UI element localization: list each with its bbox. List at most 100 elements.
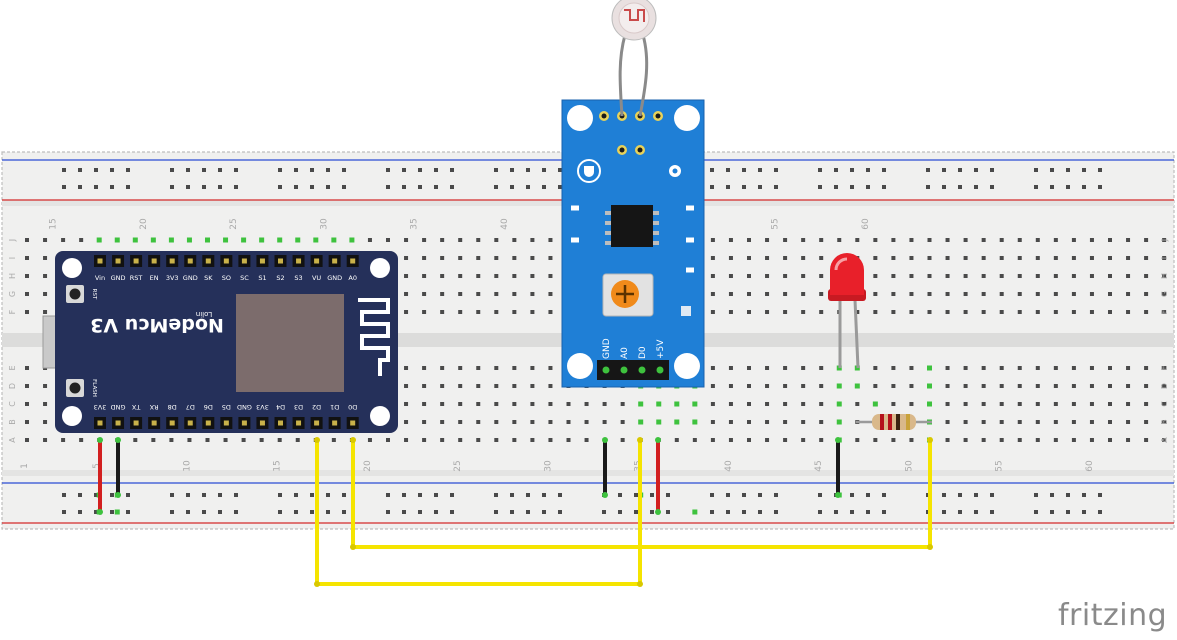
rail-hole	[202, 168, 206, 172]
red-led	[828, 253, 866, 369]
breadboard-hole	[981, 256, 986, 260]
breadboard-hole	[494, 238, 499, 242]
ldr-track	[624, 9, 645, 22]
top-pin-label: S3	[294, 274, 302, 282]
bottom-pin-label: D1	[330, 403, 339, 411]
rail-hole	[170, 493, 174, 497]
breadboard-hole	[765, 402, 770, 406]
breadboard-hole	[25, 274, 29, 278]
nodemcu-title: NodeMcu V3	[90, 314, 224, 336]
breadboard-hole	[458, 310, 463, 314]
breadboard-hole	[710, 438, 715, 442]
connected-hole	[656, 401, 662, 407]
breadboard-hole	[1144, 238, 1149, 242]
breadboard-hole	[476, 238, 481, 242]
rail-hole	[542, 185, 546, 189]
rail-hole	[726, 168, 730, 172]
breadboard-hole	[331, 438, 336, 442]
breadboard-hole	[79, 238, 84, 242]
rail-hole	[666, 493, 670, 497]
breadboard-hole	[25, 438, 29, 442]
breadboard-hole	[458, 256, 463, 260]
breadboard-hole	[494, 438, 499, 442]
column-number-bottom: 25	[453, 460, 463, 471]
header-pin-pad	[350, 258, 356, 264]
breadboard-hole	[1089, 438, 1094, 442]
rail-hole	[94, 493, 98, 497]
column-number-bottom: 50	[904, 460, 914, 472]
wire-end	[97, 509, 103, 515]
smd-component	[686, 205, 694, 211]
smd-component	[571, 237, 579, 243]
breadboard-hole	[548, 274, 553, 278]
breadboard-hole	[422, 274, 427, 278]
breadboard-hole	[981, 238, 986, 242]
sensor-pin-label: D0	[638, 346, 648, 359]
esp-module-shield	[236, 294, 344, 392]
breadboard-hole	[801, 402, 806, 406]
row-letter: A	[8, 437, 17, 443]
header-pin-pad	[223, 258, 229, 264]
breadboard-hole	[909, 310, 914, 314]
breadboard-hole	[259, 438, 264, 442]
wire-end	[655, 437, 661, 443]
rail-hole	[958, 493, 962, 497]
rail-hole	[618, 510, 622, 514]
row-letter: G	[8, 291, 17, 297]
connected-hole	[259, 237, 265, 243]
rail-hole	[710, 510, 714, 514]
flash-button	[69, 382, 81, 394]
breadboard-hole	[512, 238, 517, 242]
breadboard-hole	[855, 238, 860, 242]
breadboard-hole	[1053, 310, 1058, 314]
breadboard-hole	[43, 256, 48, 260]
breadboard-hole	[1162, 256, 1167, 260]
breadboard-hole	[43, 238, 48, 242]
rail-hole	[78, 493, 82, 497]
rail-hole	[342, 510, 346, 514]
rail-hole	[974, 510, 978, 514]
rail-hole	[1034, 168, 1038, 172]
breadboard-hole	[422, 292, 427, 296]
breadboard-hole	[476, 256, 481, 260]
breadboard-hole	[1089, 402, 1094, 406]
rail-hole	[278, 168, 282, 172]
rail-hole	[294, 185, 298, 189]
chip-leg	[605, 231, 611, 235]
connected-hole	[295, 237, 301, 243]
column-number-bottom: 20	[363, 460, 373, 472]
rail-hole	[710, 493, 714, 497]
breadboard-hole	[1162, 384, 1167, 388]
breadboard-hole	[367, 438, 372, 442]
sensor-pin	[656, 366, 664, 374]
yellow-wires	[314, 437, 933, 587]
flash-label: FLASH	[91, 379, 97, 397]
chip-leg	[653, 211, 659, 215]
breadboard-hole	[79, 438, 84, 442]
rail-hole	[834, 510, 838, 514]
header-pin-pad	[259, 420, 265, 426]
breadboard-hole	[855, 402, 860, 406]
breadboard-hole	[1144, 256, 1149, 260]
row-letter: H	[8, 273, 17, 279]
breadboard-hole	[801, 438, 806, 442]
resistor-band	[888, 414, 892, 430]
breadboard-hole	[855, 310, 860, 314]
row-letter: F	[8, 309, 17, 314]
led-highlight	[834, 257, 848, 271]
rail-hole	[386, 185, 390, 189]
connected-hole	[168, 237, 174, 243]
breadboard-hole	[1144, 292, 1149, 296]
column-number-top: 60	[861, 218, 871, 230]
breadboard-hole	[1017, 420, 1022, 424]
breadboard-hole	[963, 366, 968, 370]
sensor-pin	[602, 366, 610, 374]
breadboard-hole	[873, 256, 878, 260]
ldr-pad-hole	[601, 113, 607, 119]
rail-hole	[494, 185, 498, 189]
wire-end	[637, 581, 643, 587]
breadboard-hole	[584, 420, 589, 424]
breadboard-hole	[909, 238, 914, 242]
smd-component	[571, 205, 579, 211]
breadboard-hole	[25, 366, 29, 370]
